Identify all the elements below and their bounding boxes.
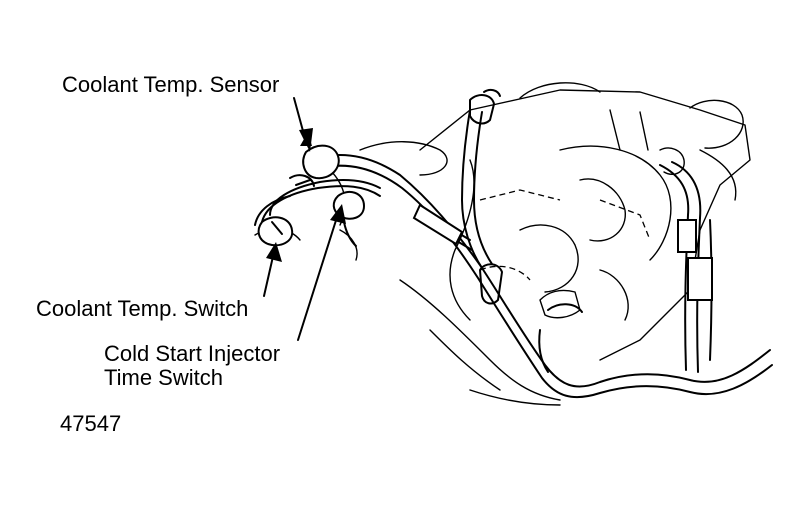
coolant-temp-switch-part (257, 216, 294, 247)
cold-start-injector-label: Cold Start Injector (104, 341, 281, 366)
arrow-cold-start (297, 204, 346, 341)
arrow-coolant-sensor (293, 97, 313, 152)
wiring-harness (254, 88, 773, 399)
coolant-temp-sensor-label: Coolant Temp. Sensor (62, 72, 280, 97)
coolant-temp-switch-label: Coolant Temp. Switch (36, 296, 249, 321)
time-switch-label: Time Switch (104, 365, 223, 390)
coolant-temp-sensor-part (289, 144, 340, 187)
figure-number: 47547 (60, 411, 122, 436)
arrow-coolant-switch (263, 242, 282, 297)
